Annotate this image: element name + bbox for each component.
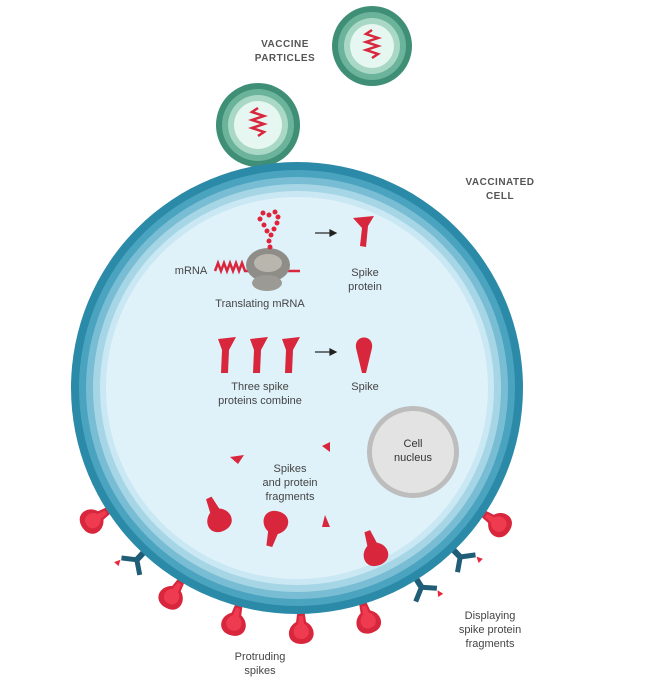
vaccine-particle-attached (216, 83, 300, 167)
label-line: PARTICLES (254, 53, 316, 64)
label-line: fragments (465, 638, 515, 650)
label-line: and protein (262, 477, 318, 489)
label-translating-mrna: Translating mRNA (215, 298, 305, 310)
cell-nucleus (367, 406, 459, 498)
label-nucleus: Cell nucleus (383, 437, 443, 465)
label-line: Cell (403, 438, 423, 450)
label-line: Protruding (234, 651, 286, 663)
spike-protein (353, 216, 374, 247)
label-fragments: Spikes and protein fragments (245, 462, 335, 504)
label-vaccine-particles: VACCINE PARTICLES (240, 38, 330, 66)
label-line: VACCINATED (465, 177, 535, 188)
label-displaying-fragments: Displaying spike protein fragments (440, 609, 540, 651)
receptors (114, 536, 483, 605)
label-line: proteins combine (218, 395, 302, 407)
label-spike: Spike (351, 381, 379, 393)
label-line: spikes (244, 665, 276, 677)
spike-proteins (197, 216, 392, 570)
label-line: Spike (351, 267, 379, 279)
label-protruding-spikes: Protruding spikes (220, 650, 300, 678)
label-line: protein (348, 281, 382, 293)
label-spike-protein: Spike protein (335, 266, 395, 294)
label-line: VACCINE (261, 39, 309, 50)
label-line: fragments (265, 491, 315, 503)
label-mrna: mRNA (174, 265, 208, 277)
arrows (315, 229, 338, 356)
label-line: nucleus (394, 452, 432, 464)
label-line: CELL (485, 191, 515, 202)
label-line: Displaying (464, 610, 516, 622)
label-line: Three spike (231, 381, 289, 393)
label-line: spike protein (458, 624, 522, 636)
vaccine-particle (332, 6, 412, 86)
spike-assembled (355, 337, 373, 373)
label-three-spike: Three spike proteins combine (205, 380, 315, 408)
label-vaccinated-cell: VACCINATED CELL (450, 176, 550, 204)
label-line: Spikes (273, 463, 307, 475)
translating-mrna-art (213, 209, 300, 291)
